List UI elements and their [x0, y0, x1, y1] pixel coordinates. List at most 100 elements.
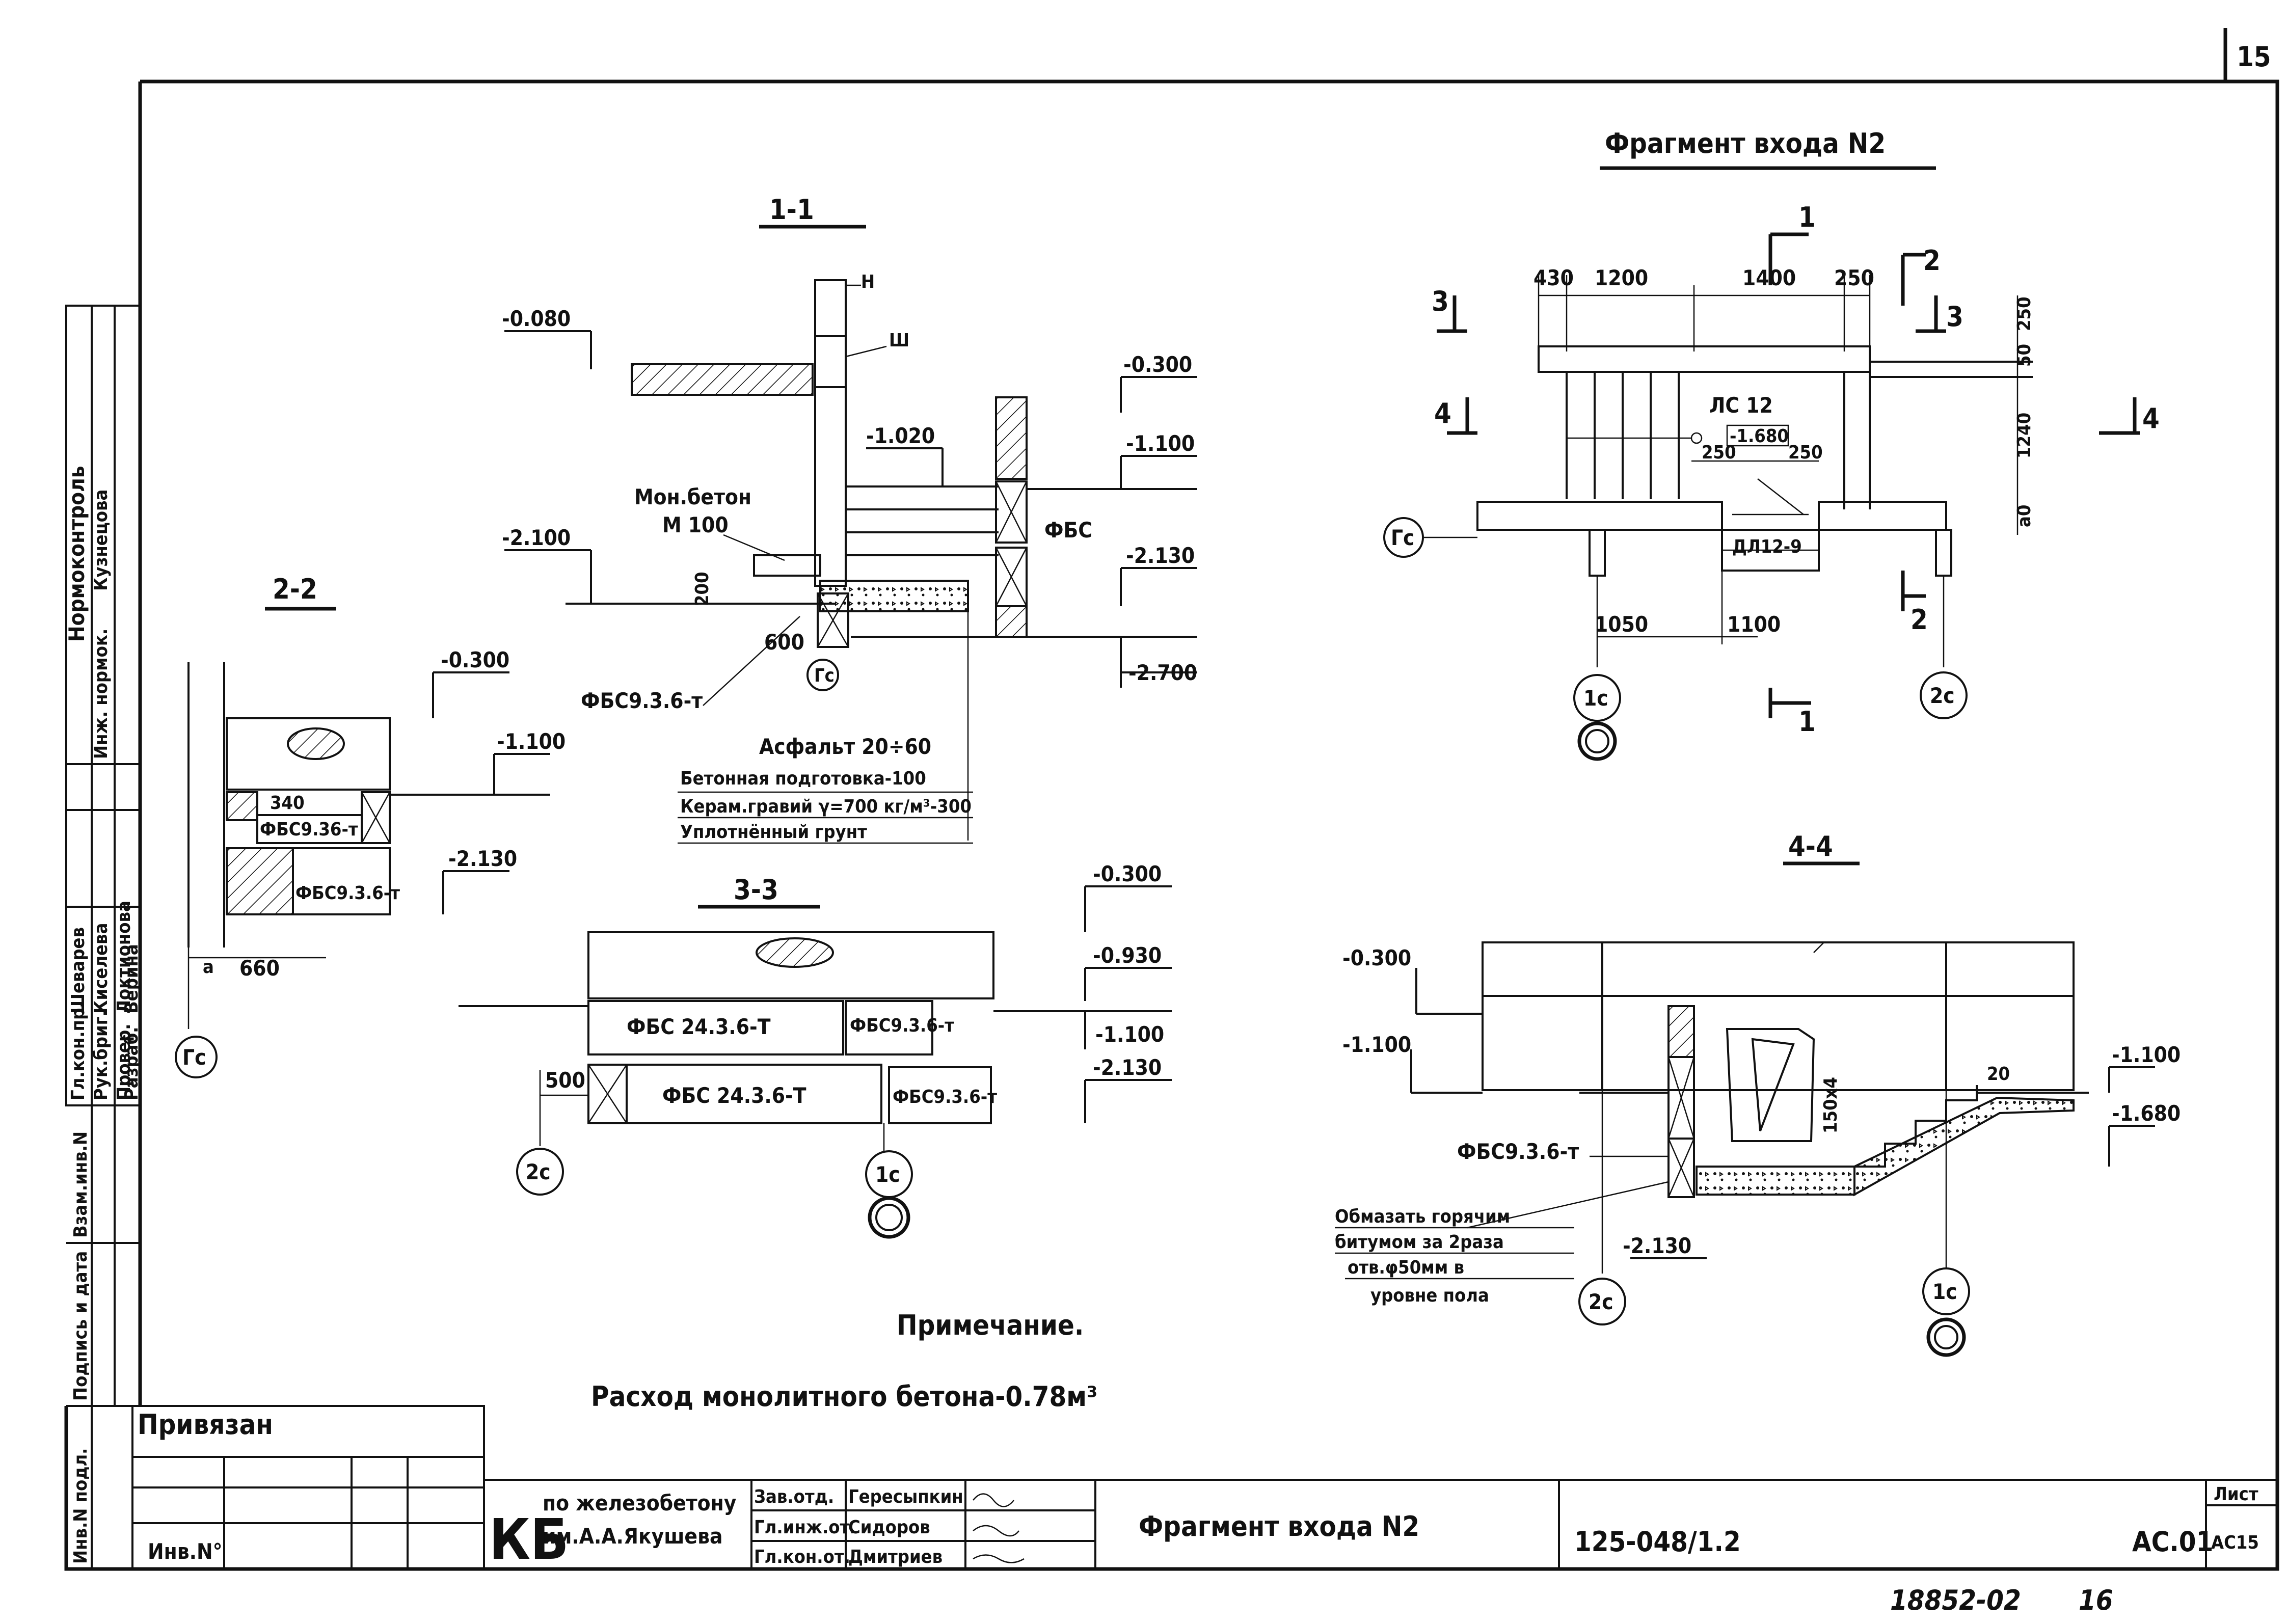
stamp-role-3: Рук.бриг.: [91, 1010, 112, 1100]
s11-mark-4: -1.100: [1126, 431, 1195, 456]
tb-staff-role-2: Гл.инж.от.: [754, 1517, 856, 1538]
plan-cut-4b: 4: [2142, 402, 2160, 435]
tb-org-line-2: им.А.А.Якушева: [543, 1524, 722, 1549]
stamp-role-1: Инж. нормок.: [91, 629, 112, 759]
s33-fbs-c: ФБС 24.3.6-Т: [662, 1083, 806, 1108]
tb-inv-no: Инв.N°: [148, 1539, 223, 1564]
plan-dim-top-4: 250: [1834, 265, 1874, 290]
s22-fbs-1: ФБС9.36-т: [260, 819, 358, 840]
tb-staff-name-1: Гересыпкин: [848, 1486, 963, 1507]
plan-dim-top-2: 1200: [1595, 265, 1648, 290]
s33-c2: 2с: [526, 1159, 551, 1184]
s11-mark-2: -0.300: [1123, 352, 1192, 377]
plan-cut-2: 2: [1923, 245, 1941, 277]
s11-layer-4: Уплотнённый грунт: [680, 822, 867, 843]
s44-note-3: отв.φ50мм в: [1348, 1257, 1464, 1278]
s44-c1: 1с: [1932, 1279, 1957, 1304]
tb-sheet-code: АС.01: [2132, 1526, 2213, 1558]
tb-privyazan: Привязан: [138, 1409, 273, 1441]
plan-title: Фрагмент входа N2: [1605, 127, 1886, 159]
s11-mark-7: -2.700: [1128, 660, 1197, 685]
s11-mark-1: -0.080: [502, 306, 571, 331]
plan-c2: 2с: [1930, 683, 1955, 708]
plan-ls: ЛС 12: [1709, 393, 1773, 418]
stamp-name-5: Верина: [121, 944, 142, 1014]
s22-fbs-2: ФБС9.3.6-т: [295, 883, 400, 904]
stamp-name-4: Локтионова: [114, 901, 134, 1014]
s11-layer-2: Бетонная подготовка-100: [680, 768, 926, 789]
s44-note-1: Обмазать горячим: [1335, 1206, 1510, 1227]
main-frame: [64, 79, 2279, 1571]
plan-cut-2b: 2: [1911, 604, 1928, 636]
tb-staff-name-3: Дмитриев: [848, 1547, 943, 1567]
s22-dim-340: 340: [270, 793, 305, 814]
tb-project-code: 125-048/1.2: [1574, 1526, 1741, 1558]
tb-list-label: Лист: [2214, 1484, 2258, 1505]
note-text: Расход монолитного бетона-0.78м³: [591, 1381, 1097, 1413]
stamp-vzam: Взам.инв.N: [70, 1131, 91, 1238]
plan-dim-right-1: 250: [2014, 296, 2035, 331]
section-3-3-title: 3-3: [734, 874, 778, 906]
s44-c2: 2с: [1589, 1289, 1613, 1314]
plan-cut-3b: 3: [1946, 301, 1963, 333]
plan-dl: ДЛ12-9: [1732, 536, 1802, 557]
tb-staff-name-2: Сидоров: [848, 1517, 930, 1538]
s11-layer-3: Керам.гравий γ=700 кг/м³-300: [680, 796, 972, 817]
plan-dim-top-3: 1400: [1742, 265, 1796, 290]
s33-mark-4: -2.130: [1093, 1055, 1162, 1080]
s22-dim-660: 660: [239, 956, 280, 981]
s33-fbs-a: ФБС 24.3.6-Т: [627, 1014, 771, 1039]
plan-c1: 1с: [1583, 686, 1608, 711]
note-title: Примечание.: [897, 1309, 1084, 1341]
plan-cut-4: 4: [1434, 397, 1451, 429]
plan-dim-right-2: 50: [2014, 344, 2035, 367]
section-4-4: 4-4 150х4 20 -0.300 -1.100 -1.100: [1335, 830, 2181, 1357]
tb-staff-role-1: Зав.отд.: [754, 1486, 834, 1507]
s22-gc: Гс: [182, 1045, 206, 1070]
plan-d250b: 250: [1788, 442, 1823, 463]
sheet-number-box: 15: [2223, 28, 2271, 82]
plan-lvl: -1.680: [1730, 426, 1789, 447]
tb-org-logo: КБ: [489, 1507, 569, 1572]
stamp-name-2: Шеварев: [68, 927, 89, 1014]
s11-gc: Гс: [814, 665, 835, 686]
bottom-code: 18852-02: [1890, 1584, 2021, 1616]
s33-fbs-b: ФБС9.3.6-т: [850, 1015, 954, 1036]
s33-c1: 1с: [875, 1162, 900, 1187]
plan-dim-bottom-1: 1050: [1595, 612, 1648, 637]
section-2-2-title: 2-2: [273, 573, 317, 605]
stamp-name-1: Кузнецова: [91, 490, 112, 591]
s11-dim-600: 600: [764, 630, 804, 655]
s33-fbs-d: ФБС9.3.6-т: [893, 1087, 997, 1107]
plan-cut-1b: 1: [1798, 706, 1816, 738]
plan-dim-top-1: 430: [1533, 265, 1574, 290]
s44-mark-1: -0.300: [1342, 945, 1411, 970]
s44-dim-stairs: 150х4: [1820, 1077, 1841, 1133]
s11-layer-1: Асфальт 20÷60: [759, 734, 931, 759]
note-block: Примечание. Расход монолитного бетона-0.…: [591, 1309, 1097, 1413]
stamp-role-2: Гл.кон.пр.: [68, 1002, 89, 1100]
plan-cut-1: 1: [1798, 201, 1816, 233]
s11-mark-5: -2.100: [502, 525, 571, 550]
s22-mark-2: -1.100: [497, 729, 566, 754]
tb-staff-role-3: Гл.кон.от.: [754, 1547, 850, 1567]
stamp-name-3: Киселева: [91, 923, 112, 1014]
sheet-number: 15: [2237, 41, 2271, 73]
stamp-podpis: Подпись и дата: [70, 1251, 91, 1401]
section-2-2: 2-2 340 ФБС9.36-т ФБС9.3.6-т -0.300 -1.1…: [175, 573, 566, 1078]
s11-fbs-t: ФБС9.3.6-т: [581, 688, 703, 713]
s33-mark-2: -0.930: [1093, 943, 1162, 968]
plan-cut-3: 3: [1432, 285, 1449, 317]
s11-letter-sh: Ш: [889, 330, 909, 351]
s44-fbs: ФБС9.3.6-т: [1457, 1139, 1579, 1164]
tb-list-value: АС15: [2211, 1532, 2259, 1553]
s22-dim-a: а: [203, 957, 214, 978]
s22-mark-1: -0.300: [441, 647, 509, 672]
plan-dim-right-3: 1240: [2014, 413, 2035, 458]
bottom-page: 16: [2079, 1584, 2113, 1616]
s22-mark-3: -2.130: [448, 846, 517, 871]
s33-mark-1: -0.300: [1093, 861, 1162, 886]
section-3-3: 3-3 ФБС 24.3.6-Т ФБС9.3.6-т ФБС 24.3.6-Т…: [459, 861, 1172, 1239]
s33-mark-3: -1.100: [1095, 1022, 1164, 1047]
